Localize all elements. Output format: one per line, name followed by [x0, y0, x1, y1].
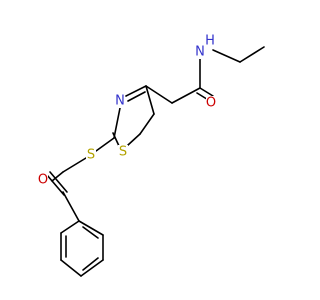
atom-label-text: S — [87, 148, 95, 163]
bond — [127, 91, 146, 102]
atom-label-background — [205, 34, 215, 48]
atom-label: H — [205, 34, 215, 49]
bond-layer — [46, 46, 265, 277]
bond — [125, 85, 147, 97]
atom-label-background — [38, 173, 48, 187]
atom-label-background — [195, 45, 205, 59]
bond — [62, 191, 80, 222]
atom-label-background — [86, 148, 96, 162]
atom-label-text: O — [38, 173, 48, 188]
bond — [212, 49, 241, 63]
bond — [112, 132, 120, 147]
atom-label-background — [118, 145, 128, 159]
bond — [139, 113, 155, 135]
bond — [80, 259, 104, 277]
atom-label: O — [38, 173, 48, 188]
atom-label: O — [206, 96, 216, 111]
bond — [127, 133, 141, 146]
atom-label: N — [115, 94, 125, 109]
bond — [49, 171, 68, 193]
atom-label-text: H — [205, 34, 215, 49]
atom-label-text: N — [115, 94, 125, 109]
atom-label-background — [115, 94, 125, 108]
bond — [145, 85, 173, 104]
bond — [78, 220, 104, 236]
bond — [60, 259, 82, 277]
atom-label-text: N — [195, 45, 205, 60]
bond — [51, 171, 64, 182]
bond — [60, 220, 80, 234]
bond — [46, 174, 65, 196]
bond — [199, 87, 214, 97]
bond — [62, 157, 87, 173]
bond — [82, 226, 99, 239]
atom-label-text: O — [206, 96, 216, 111]
bond — [171, 87, 201, 104]
bond — [82, 257, 99, 271]
bond — [95, 137, 115, 152]
bond — [113, 107, 121, 139]
atom-label-background — [206, 96, 216, 110]
bond — [145, 85, 155, 115]
bond — [239, 46, 265, 63]
atom-label-text: S — [119, 145, 127, 160]
atom-label: S — [86, 148, 96, 163]
atom-label: N — [195, 45, 205, 60]
atom-label: S — [118, 145, 128, 160]
